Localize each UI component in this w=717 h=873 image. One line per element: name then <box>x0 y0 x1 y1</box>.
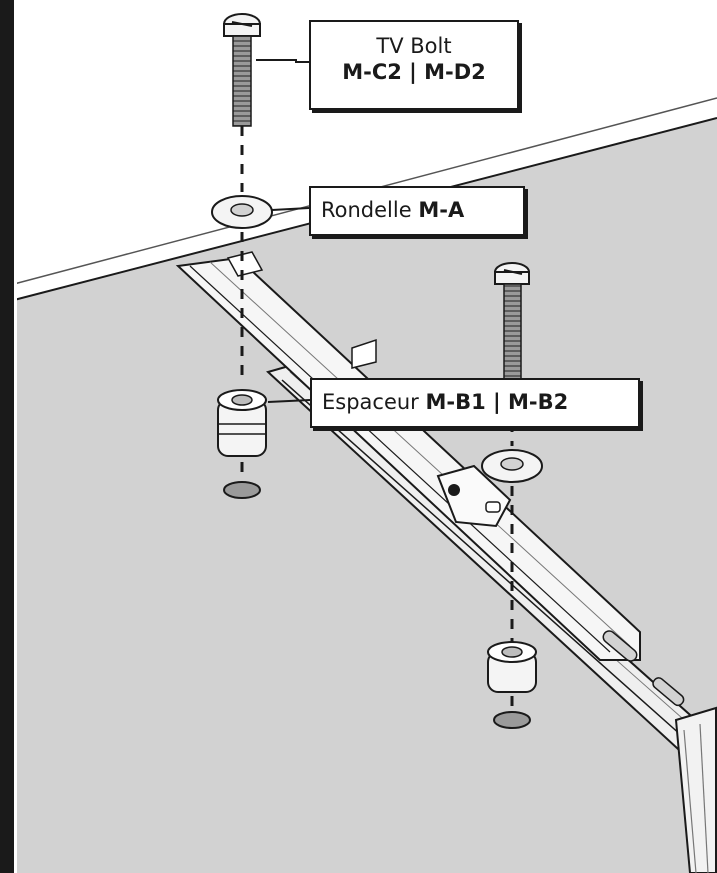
tv-bolt-icon <box>494 262 530 385</box>
spacer-label: Espaceur M-B1 | M-B2 <box>310 378 640 428</box>
mounting-rail <box>175 251 717 873</box>
spacer-codes: M-B1 | M-B2 <box>425 390 569 414</box>
tv-bolt-label: TV Bolt M-C2 | M-D2 <box>309 20 519 110</box>
tv-bolt-codes: M-C2 | M-D2 <box>342 60 486 85</box>
callout-leaders <box>256 59 311 403</box>
washer-name: Rondelle <box>321 198 412 222</box>
washer-label: Rondelle M-A <box>309 186 525 236</box>
washer-icon <box>481 449 543 483</box>
washer-code: M-A <box>418 198 465 222</box>
spacer-icon <box>487 641 537 693</box>
alignment-axes <box>240 126 514 712</box>
spacer-icon <box>217 389 267 457</box>
frame-border <box>0 0 17 873</box>
tv-bolt-icon <box>223 13 261 127</box>
washer-icon <box>211 195 273 229</box>
mount-point-marks <box>223 481 531 729</box>
tv-bolt-name: TV Bolt <box>376 34 452 58</box>
spacer-name: Espaceur <box>322 390 419 414</box>
